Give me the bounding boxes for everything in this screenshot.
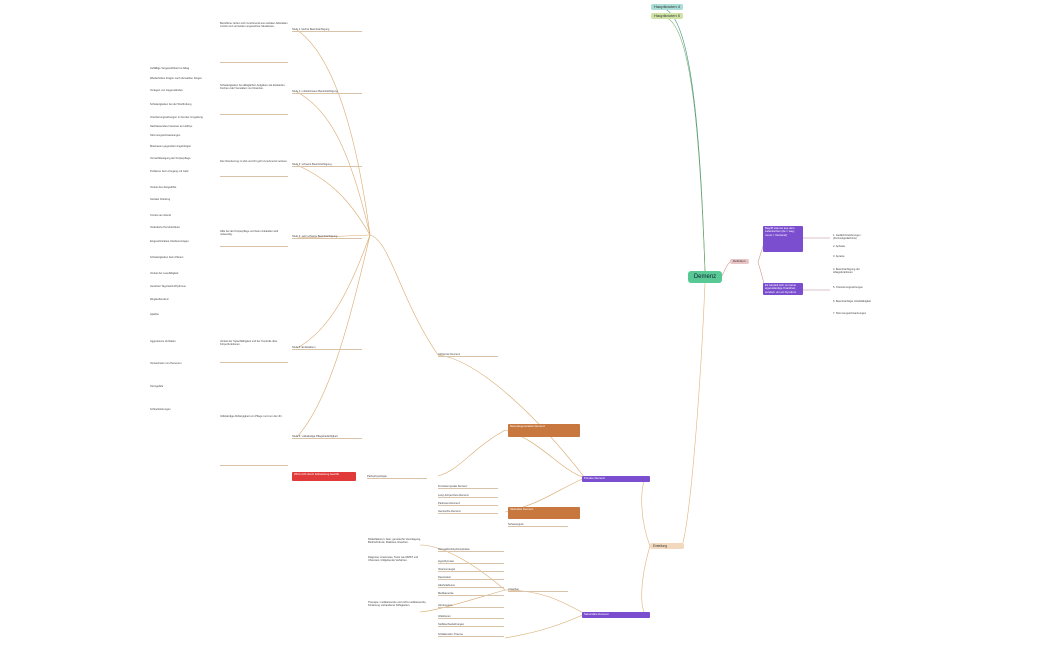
stage-item[interactable]: Stufe 6: vollständige Pflegebedürftigkei…: [292, 435, 362, 440]
definition-box-2[interactable]: Es handelt sich um keine eigenständige K…: [763, 283, 803, 295]
left-item: Apathie: [150, 313, 159, 316]
left-item: Verlust der Lesefähigkeit: [150, 272, 179, 275]
stage-note: Betroffene ziehen sich zunehmend aus soz…: [220, 22, 288, 63]
left-item: Sturzgefahr: [150, 385, 164, 388]
definition-item: 3. Apraxie: [833, 255, 845, 258]
left-item: Eingeschränktes Urteilsvermögen: [150, 240, 189, 243]
mid-list-item: Lewy-Körperchen-Demenz: [438, 494, 498, 499]
stage-item[interactable]: Stufe 4: sehr schwere Beeinträchtigung: [292, 235, 362, 240]
left-item: Probleme beim Umgang mit Geld: [150, 170, 189, 173]
stage-item[interactable]: Stufe 5: Endstadium: [292, 346, 362, 351]
left-item: Vernachlässigung der Körperpflege: [150, 157, 191, 160]
stage-item[interactable]: Stufe 2: mittelschwere Beeinträchtigung: [292, 90, 362, 95]
stage-note: Die Orientierung zu Zeit und Ort geht zu…: [220, 160, 288, 177]
chip-hauptknoten-4[interactable]: Hauptknoten 4: [651, 4, 684, 10]
left-item: Weglauftendenz: [150, 298, 169, 301]
definition-item: 5. Orientierungsstörungen: [833, 286, 863, 289]
bottom-list-item: Normaldruckhydrozephalus: [438, 548, 504, 553]
left-item: Schwierigkeiten beim Planen: [150, 256, 184, 259]
branch-sekundaere-demenz[interactable]: Sekundäre Demenz: [582, 612, 650, 618]
mid-list-item: Frontotemporale Demenz: [438, 485, 498, 490]
definition-item: 2. Aphasie: [833, 245, 846, 248]
left-item: Misstrauen gegenüber Angehörigen: [150, 145, 192, 148]
label-pathologie[interactable]: Pathophysiologie: [367, 475, 427, 480]
bottom-list-item: Hirntumoren: [438, 604, 504, 609]
left-item: Schwierigkeiten bei der Wortfindung: [150, 103, 192, 106]
stage-note: Vollständige Abhängigkeit von Pflege run…: [220, 415, 288, 466]
alert-box[interactable]: Wird nicht durch Erkrankung bewirkt: [292, 472, 356, 481]
left-item: Orientierungsstörungen in fremder Umgebu…: [150, 116, 203, 119]
bottom-list-item: Schädel-Hirn-Trauma: [438, 633, 504, 638]
highlight-neurodegenerative[interactable]: Neurodegenerative Demenz: [508, 424, 580, 437]
definition-item: 6. Beeinträchtigte Urteilsfähigkeit: [833, 300, 871, 303]
chip-hauptknoten-5[interactable]: Hauptknoten 5: [651, 13, 684, 19]
left-item: Unruhe am Abend: [150, 214, 171, 217]
left-item: Nachlassendes Interesse an Hobbys: [150, 125, 193, 128]
left-item: Sozialer Rückzug: [150, 198, 171, 201]
left-item: Schluckstörungen: [150, 408, 171, 411]
branch-definition[interactable]: Definition: [730, 259, 749, 264]
bottom-note: Diagnose: Anamnese, Tests wie MMST und U…: [368, 556, 419, 563]
highlight-vaskulaere[interactable]: Vaskuläre Demenz: [508, 507, 580, 519]
left-item: Stimmungsschwankungen: [150, 134, 181, 137]
left-item: Verlegen von Gegenständen: [150, 89, 183, 92]
stage-note: Hilfe bei der Körperpflege und beim Ankl…: [220, 230, 288, 247]
bottom-list-item: Medikamente: [438, 592, 504, 597]
branch-primaere-demenz[interactable]: Primäre Demenz: [582, 476, 650, 482]
bottom-note: Risikofaktoren: Alter, genetische Veranl…: [368, 538, 421, 545]
left-item: Gestörter Tag-Nacht-Rhythmus: [150, 285, 186, 288]
mid-list-item: Gemischte Demenz: [438, 510, 498, 515]
left-item: Verlust des Zeitgefühls: [150, 186, 177, 189]
left-item: Veränderte Persönlichkeit: [150, 226, 180, 229]
bottom-list-item: Depression: [438, 576, 504, 581]
bottom-list-item: Infektionen: [438, 615, 504, 620]
label-alzheimer[interactable]: Alzheimer-Demenz: [438, 353, 498, 358]
bottom-list-item: Stoffwechselstörungen: [438, 623, 504, 628]
bottom-list-item: Vitaminmangel: [438, 568, 504, 573]
stage-note: Schwierigkeiten bei alltäglichen Aufgabe…: [220, 84, 288, 115]
definition-item: 4. Beeinträchtigung der Alltagsfunktione…: [833, 268, 860, 275]
label-schweregrad[interactable]: Schweregrad: [508, 523, 568, 528]
left-item: Aggressives Verhalten: [150, 340, 176, 343]
left-item: Wiederholtes Fragen nach denselben Dinge…: [150, 77, 203, 80]
definition-item: 1. Gedächtnisstörungen (Kurzzeitgedächtn…: [833, 234, 861, 241]
stage-item[interactable]: Stufe 3: schwere Beeinträchtigung: [292, 163, 362, 168]
bottom-list-item: Alkoholabusus: [438, 584, 504, 589]
stage-note: Verlust der Sprachfähigkeit und der Kont…: [220, 340, 288, 363]
definition-box-1[interactable]: Begriff stammt aus dem Lateinischen (de …: [763, 226, 803, 252]
branch-einteilung[interactable]: Einteilung: [650, 543, 684, 549]
label-ursachen[interactable]: Ursachen: [508, 588, 568, 593]
definition-item: 7. Stimmungsschwankungen: [833, 312, 867, 315]
stage-item[interactable]: Stufe 1: leichte Beeinträchtigung: [292, 28, 362, 33]
mid-list-item: Parkinson-Demenz: [438, 502, 498, 507]
root-node[interactable]: Demenz: [688, 271, 722, 283]
bottom-note: Therapie: medikamentös und nicht-medikam…: [368, 601, 427, 608]
left-item: Auffällige Vergesslichkeit im Alltag: [150, 67, 190, 70]
left-item: Verwechseln von Personen: [150, 362, 182, 365]
bottom-list-item: Hypothyreose: [438, 560, 504, 565]
